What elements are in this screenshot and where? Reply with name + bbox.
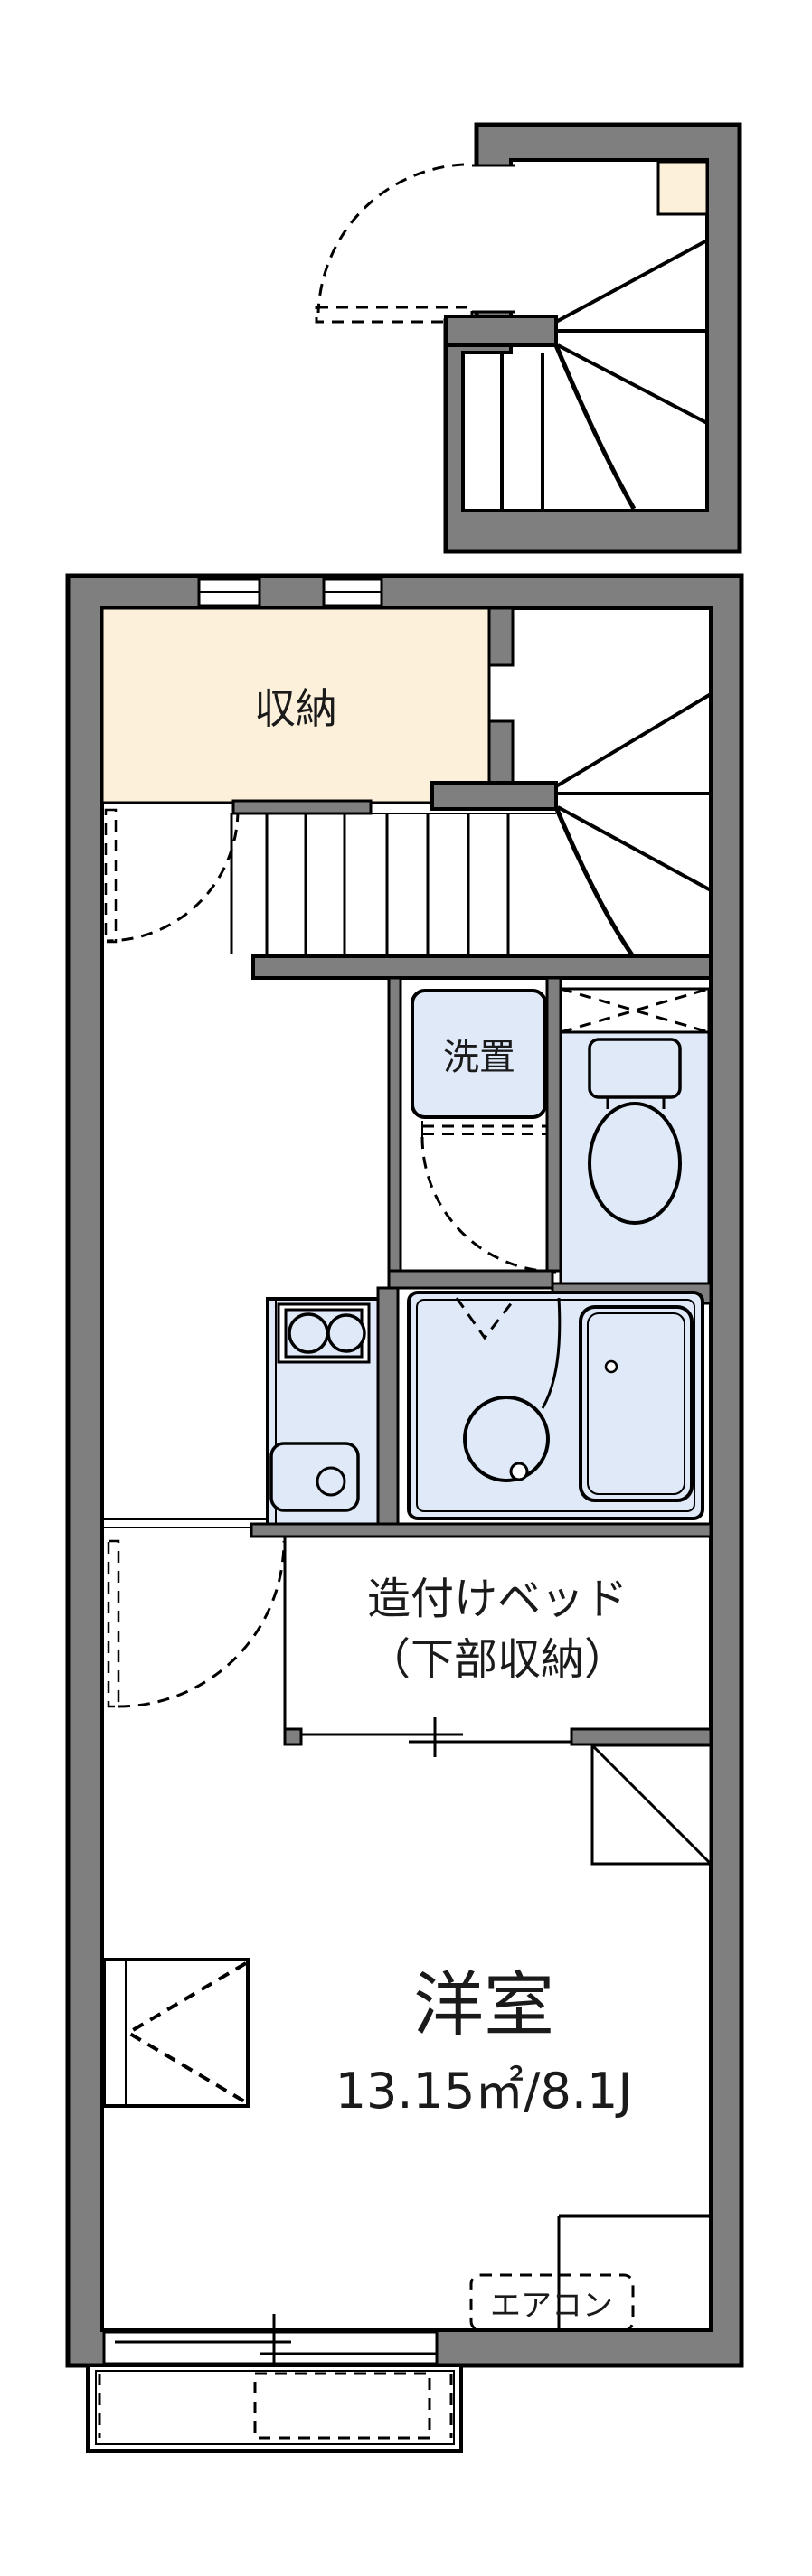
interior-wall [231, 799, 373, 815]
bathtub-inner-line [587, 1312, 685, 1495]
shelf-cross-line [560, 987, 710, 1034]
toilet-bowl [588, 1102, 682, 1225]
top-windows [197, 578, 383, 607]
interior-wall [250, 1522, 713, 1538]
toilet-room [545, 976, 713, 1305]
storage-room [100, 606, 491, 804]
bathroom [407, 1291, 704, 1520]
balcony [86, 2364, 463, 2453]
stair-tread-line [555, 239, 708, 324]
kitchen [266, 1286, 400, 1528]
stair-tread-line [557, 805, 712, 892]
shelf-diagonal-line [590, 1744, 713, 1866]
laundry-door-swing-arc [420, 1136, 558, 1274]
cabinet-door-lines [125, 1961, 248, 2104]
entrance-stair-block [315, 122, 742, 554]
shelf-cross-line [560, 987, 710, 1034]
hall-door-swing-arc [118, 1540, 286, 1708]
bath-partition-line [541, 1297, 562, 1409]
toilet-tank [588, 1038, 682, 1099]
stair-tread-line [554, 692, 713, 788]
balcony-inner-line [95, 2370, 455, 2445]
interior-wall [545, 976, 562, 1273]
stair-tread-line [557, 343, 708, 425]
entrance-door-swing-arc [316, 163, 465, 314]
laundry-area [387, 976, 558, 1290]
bath-drain [509, 1462, 529, 1481]
stair-tread-line [553, 806, 636, 958]
bath-door-swing [455, 1297, 517, 1340]
closet-door-swing-arc [106, 809, 240, 943]
interior-wall [376, 1286, 400, 1528]
stove-burner [326, 1313, 366, 1353]
laundry-label: 洗置 [443, 1037, 515, 1078]
balcony-dashed-area [253, 2372, 431, 2440]
main-unit [65, 573, 744, 2377]
entrance-block-floor [461, 158, 709, 512]
side-cabinet [102, 1958, 250, 2108]
interior-wall [251, 954, 713, 980]
sink-drain [316, 1466, 346, 1497]
bath-stool [463, 1396, 550, 1482]
room-name-label: 洋室 [413, 1965, 554, 2046]
interior-wall [570, 1727, 713, 1746]
entrance-opening [472, 165, 515, 312]
room-area-label: 13.15㎡/8.1J [335, 2063, 633, 2120]
interior-wall [387, 1269, 554, 1290]
built-in-bed-area [102, 1518, 713, 1757]
western-room [102, 1744, 713, 2332]
aircon-box [469, 2273, 635, 2332]
interior-wall [387, 976, 402, 1273]
stair-center-post [444, 315, 558, 347]
shoe-cabinet [656, 160, 709, 216]
bottom-window [102, 2314, 439, 2377]
storage-label: 収納 [254, 684, 337, 733]
interior-wall [283, 1727, 303, 1746]
stove-burner [288, 1312, 329, 1354]
washing-machine-space [411, 989, 547, 1119]
main-stair-treads [230, 692, 713, 958]
interior-wall [487, 606, 515, 667]
aircon-label: エアコン [490, 2288, 613, 2324]
bathtub [579, 1305, 694, 1502]
stair-center-post [430, 781, 558, 811]
bed-label-line2: （下部収納） [367, 1634, 628, 1685]
bathtub-knob [604, 1359, 618, 1374]
bed-label-line1: 造付けベッド [367, 1574, 628, 1624]
stair-tread-line [553, 344, 637, 511]
window [102, 2330, 439, 2365]
bath-inner-line [416, 1299, 695, 1512]
hall-door-leaf [107, 1539, 120, 1708]
